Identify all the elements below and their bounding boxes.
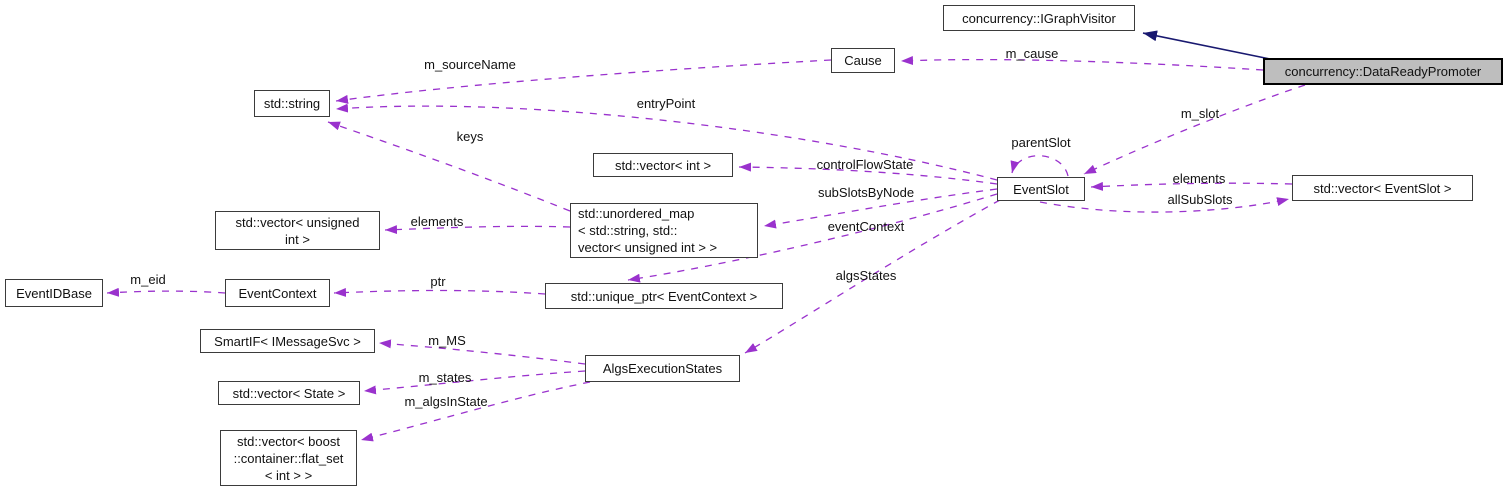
edge-subslotsbynode [763,188,998,229]
node-vector-state[interactable]: std::vector< State > [218,381,360,405]
node-label-line: std::vector< unsigned [235,214,360,230]
edge-algsstates [744,199,1001,354]
edge-inheritance-igraphvisitor [1142,30,1271,60]
node-unordered-map[interactable]: std::unordered_map < std::string, std:: … [570,203,758,258]
node-label: std::string [263,96,321,111]
edge-label-m-eid: m_eid [130,272,166,287]
edge-entrypoint [335,103,998,181]
node-label: concurrency::IGraphVisitor [962,10,1116,26]
edge-m-algsinstate [360,381,591,442]
edge-label-m-slot: m_slot [1180,106,1220,121]
edge-label-controlflowstate: controlFlowState [816,157,914,172]
node-unique-ptr-eventcontext[interactable]: std::unique_ptr< EventContext > [545,283,783,309]
edge-controlflowstate [738,162,998,185]
edge-label-keys: keys [456,129,484,144]
edge-eventcontext [627,193,998,283]
node-std-string[interactable]: std::string [254,90,330,117]
edge-m-states [363,370,586,395]
node-eventslot[interactable]: EventSlot [997,177,1085,201]
edge-label-elements-right: elements [1172,171,1226,186]
node-label: EventIDBase [16,285,92,301]
node-label: EventSlot [1013,181,1069,197]
edge-label-eventcontext: eventContext [827,219,905,234]
node-eventcontext[interactable]: EventContext [225,279,330,307]
node-smartif-imessagesvc[interactable]: SmartIF< IMessageSvc > [200,329,375,353]
node-datareadypromoter[interactable]: concurrency::DataReadyPromoter [1263,58,1503,85]
edge-label-entrypoint: entryPoint [636,96,696,111]
node-label-line: ::container::flat_set [233,450,344,466]
edge-m-ms [378,339,586,365]
node-vector-boost-flat-set[interactable]: std::vector< boost ::container::flat_set… [220,430,357,486]
node-label-line: vector< unsigned int > > [578,240,718,255]
node-label-line: < std::string, std:: [578,223,678,238]
node-label: AlgsExecutionStates [602,361,723,376]
edge-allsubslots [1039,197,1290,213]
edge-label-ptr: ptr [430,274,446,289]
node-vector-int[interactable]: std::vector< int > [593,153,733,177]
edge-label-algsstates: algsStates [835,268,897,283]
node-eventidbase[interactable]: EventIDBase [5,279,103,307]
edge-m-sourcename [335,59,832,104]
edge-keys [327,121,571,212]
edge-label-m-ms: m_MS [428,333,466,348]
edge-m-eid [106,287,226,297]
node-label-line: std::vector< boost [237,433,340,449]
node-label: concurrency::DataReadyPromoter [1284,64,1482,79]
node-label: std::vector< EventSlot > [1313,180,1452,196]
node-vector-unsigned-int[interactable]: std::vector< unsigned int > [215,211,380,250]
node-igraphvisitor[interactable]: concurrency::IGraphVisitor [943,5,1135,31]
node-label: std::vector< int > [614,157,712,173]
edge-parentslot [1010,155,1069,177]
node-vector-eventslot[interactable]: std::vector< EventSlot > [1292,175,1473,201]
edge-label-m-algsinstate: m_algsInState [404,394,488,409]
node-algsexecutionstates[interactable]: AlgsExecutionStates [585,355,740,382]
node-label-line: < int > > [264,467,313,483]
edge-m-slot [1083,84,1306,175]
node-label: SmartIF< IMessageSvc > [214,333,361,349]
edge-label-parentslot: parentSlot [1011,135,1071,150]
edge-label-m-states: m_states [418,370,472,385]
node-label-line: std::unordered_map [578,206,695,221]
node-label: std::unique_ptr< EventContext > [570,288,758,304]
node-label: EventContext [238,285,317,301]
node-label-line: int > [285,231,310,247]
edge-label-subslotsbynode: subSlotsByNode [817,185,915,200]
edge-m-cause [900,56,1264,71]
node-label: Cause [844,53,882,68]
node-label: std::vector< State > [232,385,346,401]
edge-label-elements-left: elements [410,214,464,229]
node-cause[interactable]: Cause [831,48,895,73]
edge-label-m-cause: m_cause [1005,46,1059,61]
edge-label-allsubslots: allSubSlots [1167,192,1233,207]
edge-label-m-sourcename: m_sourceName [424,57,516,72]
edge-ptr [333,287,546,297]
